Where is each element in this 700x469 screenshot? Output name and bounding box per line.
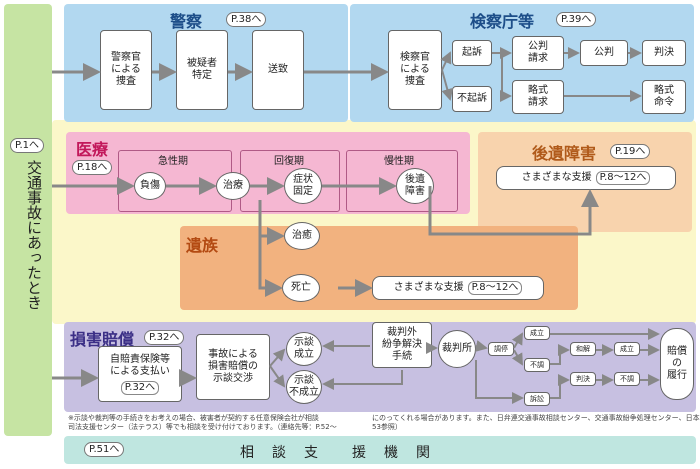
police-page-tag[interactable]: P.38へ [226, 12, 267, 27]
settlement-reached-node: 示談 成立 [286, 332, 322, 366]
cure-node: 治癒 [284, 222, 320, 250]
prosecutor-page-tag[interactable]: P.39へ [556, 12, 597, 27]
medical-title: 医療 [76, 140, 109, 159]
medical-page-tag[interactable]: P.18へ [72, 160, 113, 175]
aftereffects-support-box: さまざまな支援 P.8〜12へ [496, 166, 676, 190]
mediation-fail-node: 不調 [524, 358, 550, 372]
treatment-node: 治療 [216, 172, 250, 200]
mediation-success-node: 成立 [524, 326, 550, 340]
chronic-phase-box [346, 150, 458, 212]
bottom-title: 相 談 支 援 機 関 [240, 445, 432, 461]
lawsuit-node: 訴訟 [524, 392, 550, 406]
recovery-phase-label: 回復期 [274, 156, 304, 167]
bereaved-support-box: さまざまな支援 P.8〜12へ [372, 276, 544, 300]
acute-phase-label: 急性期 [158, 156, 188, 167]
aftereffects-page-tag[interactable]: P.19へ [610, 144, 651, 159]
mediation-node: 調停 [488, 342, 514, 356]
left-column [4, 4, 52, 436]
injury-node: 負傷 [134, 172, 166, 200]
summary-request-node: 略式 請求 [512, 80, 564, 114]
trial-node: 公判 [580, 40, 628, 66]
aftereffect-node: 後遺 障害 [396, 168, 434, 204]
settlement-negotiation-node: 事故による 損害賠償の 示談交渉 [196, 334, 270, 400]
chronic-phase-label: 慢性期 [384, 156, 414, 167]
settlement-failed-node: 示談 不成立 [286, 370, 322, 404]
reconciliation-success-node: 成立 [614, 342, 640, 356]
suspect-identified-node: 被疑者 特定 [176, 30, 228, 110]
left-title: 交通事故にあったとき [25, 160, 43, 310]
insurance-payment-label: 自賠責保険等 による支払い [110, 353, 170, 377]
bereaved-support-page[interactable]: P.8〜12へ [467, 281, 523, 295]
prosecutor-title: 検察庁等 [470, 12, 535, 31]
prosecutor-investigation-node: 検察官 による 捜査 [388, 30, 442, 110]
death-node: 死亡 [282, 274, 320, 302]
note-left: ※示談や裁判等の手続きをお考えの場合、被害者が契約する任意保険会社が相談 司法支… [68, 414, 337, 431]
symptom-fixed-node: 症状 固定 [284, 168, 322, 204]
note-right: にのってくれる場合があります。また、日弁連交通事故相談センター、交通事故紛争処理… [372, 414, 700, 431]
judgment-fail-node: 不調 [614, 372, 640, 386]
damages-title: 損害賠償 [70, 330, 135, 349]
bottom-page-tag[interactable]: P.51へ [84, 442, 125, 457]
police-investigation-node: 警察官 による 捜査 [100, 30, 152, 110]
bereaved-support-label: さまざまな支援 [393, 282, 464, 293]
aftereffects-support-page[interactable]: P.8〜12へ [595, 171, 651, 185]
summary-order-node: 略式 命令 [642, 80, 686, 114]
compensation-node: 賠償 の 履行 [660, 328, 694, 400]
bereaved-title: 遺族 [186, 236, 219, 255]
adr-node: 裁判外 紛争解決 手続 [372, 322, 432, 368]
judgment-node: 判決 [570, 372, 596, 386]
indictment-node: 起訴 [452, 40, 492, 66]
non-indictment-node: 不起訴 [452, 86, 492, 112]
damages-page-tag[interactable]: P.32へ [144, 330, 185, 345]
trial-request-node: 公判 請求 [512, 36, 564, 70]
police-title: 警察 [170, 12, 203, 31]
insurance-payment-box: 自賠責保険等 による支払い P.32へ [98, 346, 182, 402]
aftereffects-title: 後遺障害 [532, 144, 597, 163]
reconciliation-node: 和解 [570, 342, 596, 356]
insurance-payment-page[interactable]: P.32へ [120, 380, 160, 395]
left-page-tag[interactable]: P.1へ [10, 138, 45, 153]
referral-node: 送致 [252, 30, 304, 110]
verdict-node: 判決 [642, 40, 686, 66]
court-node: 裁判所 [438, 330, 476, 368]
support-bar [64, 436, 696, 464]
aftereffects-support-label: さまざまな支援 [521, 172, 592, 183]
